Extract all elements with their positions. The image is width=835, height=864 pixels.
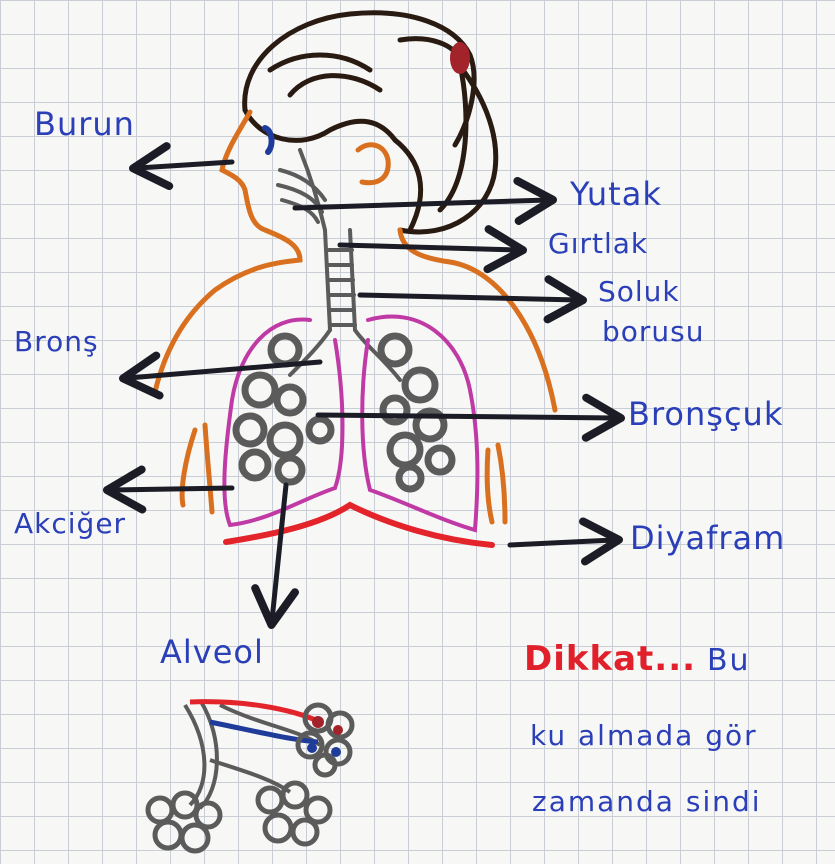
label-yutak: Yutak [570, 178, 662, 210]
alveoli-detail [148, 700, 352, 851]
label-diyafram: Diyafram [630, 522, 785, 554]
arrow-bronscuk [318, 415, 616, 418]
label-girtlak: Gırtlak [548, 230, 648, 258]
label-borusu: borusu [602, 318, 705, 346]
note-heading: Dikkat... [524, 639, 696, 679]
label-soluk: Soluk [598, 278, 680, 306]
note-line-3: zamanda sindi [532, 788, 762, 816]
note-line-1-rest: Bu [707, 643, 751, 678]
arrow-soluk-borusu [360, 295, 578, 300]
nostril-mark [265, 128, 272, 152]
arrow-alveol [272, 485, 286, 620]
arrow-burun [138, 162, 232, 168]
note-line-1: Dikkat... Bu [524, 642, 751, 676]
arrow-girtlak [340, 245, 518, 250]
label-bronscuk: Bronşçuk [628, 398, 783, 430]
diaphragm [226, 505, 492, 545]
arrow-diyafram [510, 540, 614, 545]
label-akciger: Akciğer [14, 510, 126, 538]
label-alveol: Alveol [160, 636, 264, 668]
label-burun: Burun [34, 108, 135, 140]
hair-tie [450, 42, 470, 74]
label-brons: Bronş [14, 328, 99, 356]
note-line-2: ku almada gör [530, 722, 758, 750]
arrow-akciger [112, 488, 232, 490]
